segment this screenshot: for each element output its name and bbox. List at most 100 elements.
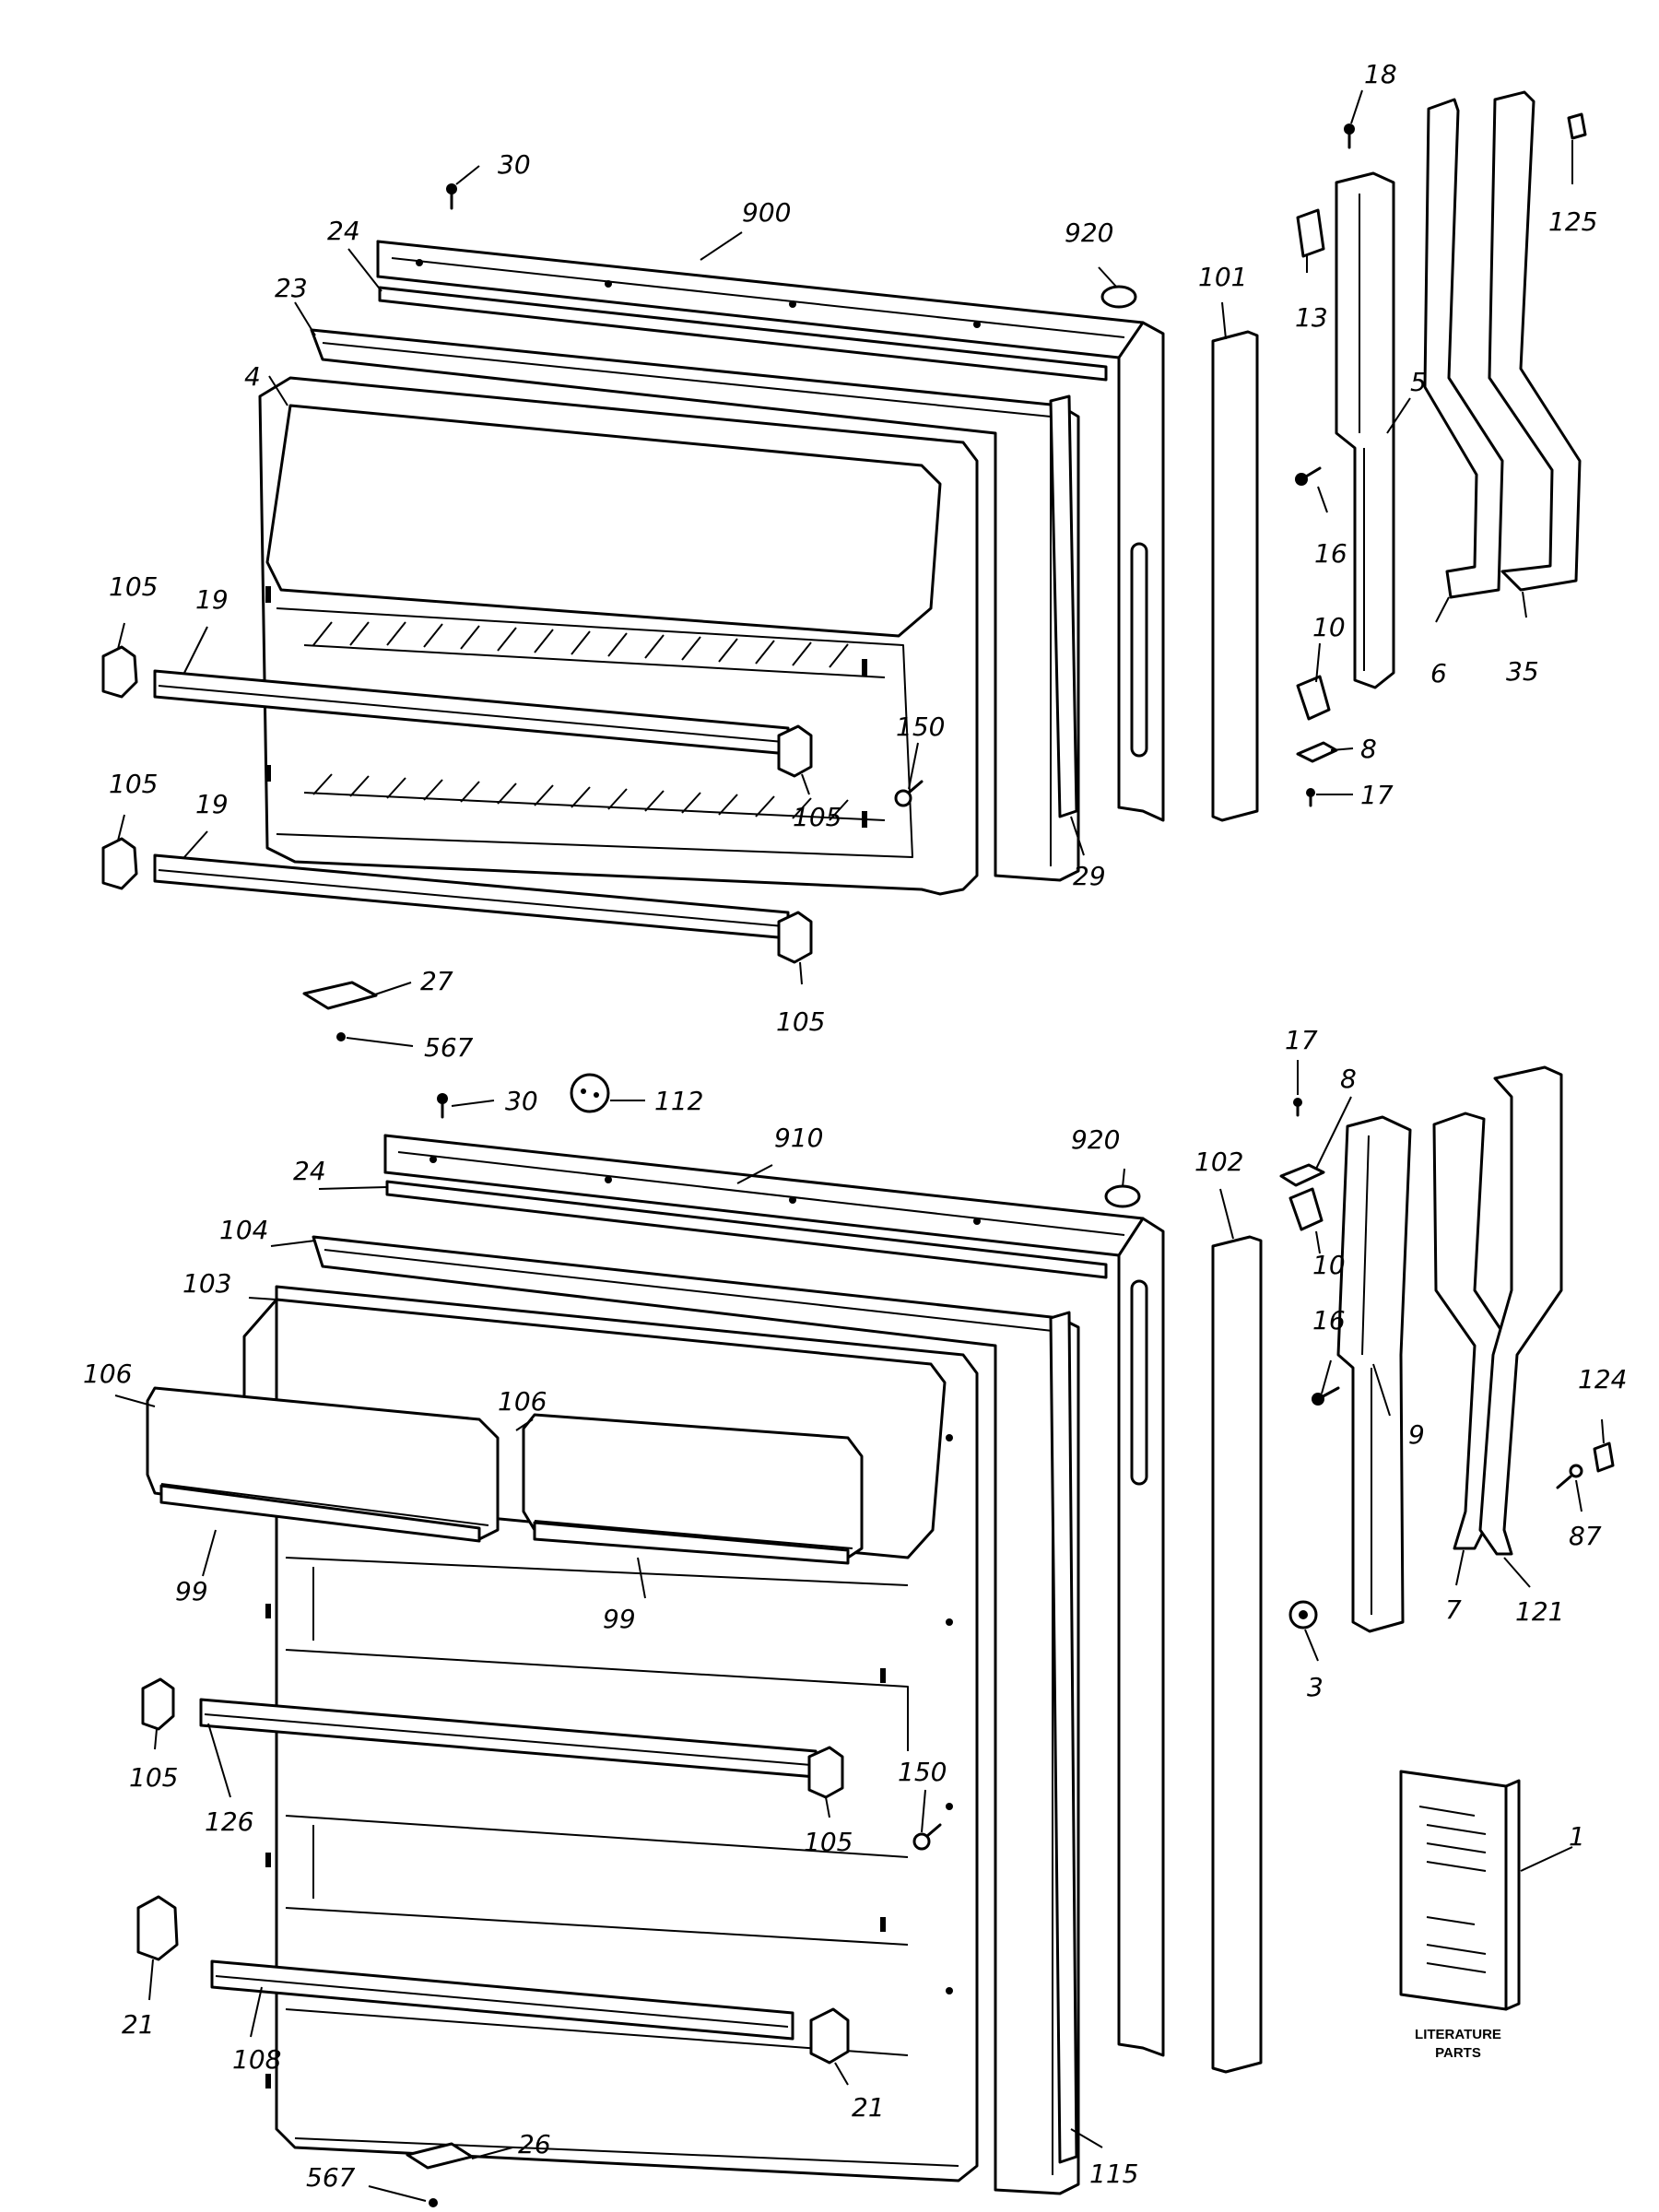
fresh-food-door-assembly: LITERATURE PARTS — [136, 1065, 1615, 2207]
end-cap-105-f — [807, 1746, 844, 1799]
callout-106-b: 106 — [498, 1386, 547, 1417]
plug-920-upper — [1100, 285, 1137, 309]
callout-567-bottom: 567 — [306, 2162, 356, 2193]
callout-24-bottom: 24 — [293, 1156, 326, 1186]
hinge-plate-26 — [406, 2142, 474, 2207]
callout-17-bottom: 17 — [1285, 1025, 1318, 1055]
screw-17-lower — [1293, 1098, 1302, 1117]
callout-920-top: 920 — [1065, 218, 1113, 248]
callout-30-bottom: 30 — [505, 1086, 538, 1116]
callout-21-b: 21 — [852, 2092, 885, 2123]
callout-9: 9 — [1408, 1419, 1425, 1450]
callout-900: 900 — [742, 197, 791, 228]
callout-105-b: 105 — [793, 802, 841, 832]
callout-121: 121 — [1515, 1596, 1564, 1627]
callout-103: 103 — [182, 1268, 231, 1299]
callout-1: 1 — [1569, 1821, 1585, 1852]
callout-105-d: 105 — [776, 1006, 825, 1037]
plug-920-lower — [1104, 1184, 1141, 1208]
insert-125 — [1567, 112, 1587, 140]
hinge-plate-27 — [302, 981, 378, 1041]
callout-19-b: 19 — [195, 789, 229, 819]
screw-16-lower — [1312, 1386, 1340, 1406]
callout-8-top: 8 — [1360, 734, 1377, 764]
callout-4: 4 — [244, 361, 261, 392]
breaker-29 — [1049, 394, 1078, 818]
callout-101: 101 — [1198, 262, 1247, 292]
callout-16-bottom: 16 — [1312, 1305, 1346, 1335]
trim-strip-102 — [1211, 1235, 1263, 2074]
end-cap-105-b — [777, 724, 813, 778]
callout-17-top: 17 — [1360, 780, 1394, 810]
callout-150-top: 150 — [896, 712, 945, 742]
end-cap-105-a — [101, 645, 138, 699]
trim-strip-101 — [1211, 330, 1259, 822]
callout-3: 3 — [1307, 1672, 1324, 1702]
breaker-115 — [1049, 1311, 1078, 2164]
outer-door-900 — [376, 240, 1165, 822]
literature-parts-book: LITERATURE PARTS — [1399, 1770, 1521, 2061]
callout-125: 125 — [1548, 206, 1597, 237]
screw-87 — [1556, 1464, 1583, 1489]
callout-18: 18 — [1364, 59, 1397, 89]
callout-567-top: 567 — [424, 1032, 474, 1063]
dairy-door-106-right — [522, 1413, 864, 1565]
callout-26: 26 — [518, 2129, 551, 2159]
callout-13: 13 — [1295, 302, 1328, 333]
liner-4 — [258, 376, 979, 896]
cap-13 — [1296, 208, 1325, 258]
callout-19-a: 19 — [195, 584, 229, 615]
plate-8-upper — [1296, 741, 1338, 763]
callout-10-bottom: 10 — [1312, 1250, 1346, 1280]
screw-150-lower — [912, 1823, 942, 1851]
outer-door-910 — [383, 1134, 1165, 2057]
literature-label-line2: PARTS — [1435, 2045, 1481, 2061]
callout-35: 35 — [1506, 656, 1539, 687]
callout-126: 126 — [205, 1806, 253, 1837]
freezer-door-assembly — [101, 90, 1587, 1041]
callout-27: 27 — [420, 966, 453, 996]
callout-30-top: 30 — [498, 149, 531, 180]
callout-102: 102 — [1194, 1147, 1243, 1177]
screw-17-upper — [1306, 788, 1315, 807]
callout-108: 108 — [232, 2044, 281, 2075]
callout-112: 112 — [654, 1086, 703, 1116]
callout-24-top: 24 — [327, 216, 360, 246]
insert-124 — [1593, 1441, 1615, 1473]
handle-35 — [1488, 90, 1582, 592]
callout-124: 124 — [1578, 1364, 1627, 1394]
cap-10-upper — [1296, 675, 1331, 721]
callout-8-bottom: 8 — [1340, 1064, 1357, 1094]
screw-30-lower — [437, 1093, 448, 1119]
end-cap-21-b — [809, 2007, 850, 2065]
callout-150-bottom: 150 — [898, 1757, 947, 1787]
end-cap-105-d — [777, 911, 813, 964]
callout-99-a: 99 — [175, 1576, 208, 1606]
callout-115: 115 — [1089, 2159, 1138, 2189]
gasket-24 — [378, 286, 1108, 382]
callout-105-a: 105 — [109, 571, 158, 602]
callout-910: 910 — [774, 1123, 823, 1153]
callout-87: 87 — [1569, 1521, 1602, 1551]
end-cap-105-c — [101, 837, 138, 890]
end-cap-105-e — [141, 1677, 175, 1731]
callout-21-a: 21 — [122, 2009, 155, 2040]
callout-105-c: 105 — [109, 769, 158, 799]
shelf-bar-108 — [210, 1959, 794, 2041]
screw-150-upper — [894, 780, 924, 807]
screw-30-upper — [446, 183, 457, 210]
callout-920-bottom: 920 — [1071, 1124, 1120, 1155]
callout-16-top: 16 — [1314, 538, 1347, 569]
callout-numbers: 30 18 900 920 24 23 4 101 13 5 125 16 6 … — [83, 59, 1627, 2193]
callout-105-e: 105 — [129, 1762, 178, 1793]
end-cap-21-a — [136, 1895, 179, 1961]
callout-6: 6 — [1430, 658, 1447, 688]
cap-10-lower — [1288, 1187, 1324, 1231]
plate-8-lower — [1279, 1163, 1325, 1187]
literature-label-line1: LITERATURE — [1415, 2027, 1501, 2042]
callout-105-f: 105 — [804, 1827, 853, 1857]
callout-104: 104 — [219, 1215, 268, 1245]
handle-6 — [1423, 98, 1504, 599]
